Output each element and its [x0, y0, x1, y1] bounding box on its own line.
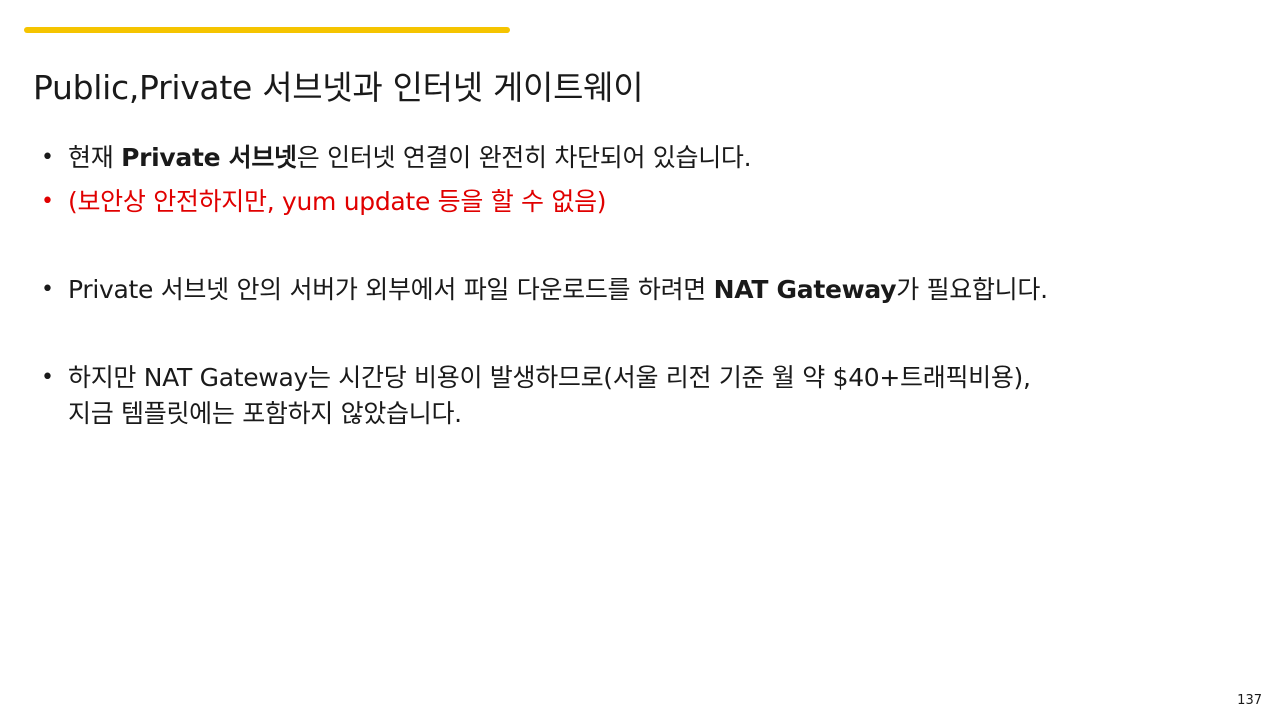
- bullet-text-suffix: 가 필요합니다.: [896, 275, 1048, 304]
- slide-title: Public,Private 서브넷과 인터넷 게이트웨이: [33, 68, 644, 108]
- bullet-text-line-1: 하지만 NAT Gateway는 시간당 비용이 발생하므로(서울 리전 기준 …: [68, 363, 1031, 392]
- bullet-list: • 현재 Private 서브넷은 인터넷 연결이 완전히 차단되어 있습니다.…: [40, 140, 1220, 432]
- bullet-text-bold: NAT Gateway: [713, 275, 897, 304]
- title-accent-bar: [24, 27, 510, 33]
- bullet-dot: •: [41, 365, 54, 390]
- bullet-item-security-note: • (보안상 안전하지만, yum update 등을 할 수 없음): [40, 184, 1220, 220]
- bullet-item-private-subnet: • 현재 Private 서브넷은 인터넷 연결이 완전히 차단되어 있습니다.: [40, 140, 1220, 176]
- page-number: 137: [1237, 693, 1262, 708]
- bullet-text-suffix: 은 인터넷 연결이 완전히 차단되어 있습니다.: [296, 143, 752, 172]
- bullet-text-prefix: Private 서브넷 안의 서버가 외부에서 파일 다운로드를 하려면: [68, 275, 714, 304]
- bullet-dot: •: [41, 189, 54, 214]
- bullet-text: (보안상 안전하지만, yum update 등을 할 수 없음): [68, 187, 607, 216]
- bullet-item-nat-gateway: • Private 서브넷 안의 서버가 외부에서 파일 다운로드를 하려면 N…: [40, 272, 1220, 308]
- bullet-text-prefix: 현재: [68, 143, 122, 172]
- bullet-text-line-2: 지금 템플릿에는 포함하지 않았습니다.: [68, 399, 462, 428]
- bullet-dot: •: [41, 145, 54, 170]
- bullet-text-bold: Private 서브넷: [121, 143, 297, 172]
- bullet-dot: •: [41, 277, 54, 302]
- bullet-item-cost-note: • 하지만 NAT Gateway는 시간당 비용이 발생하므로(서울 리전 기…: [40, 360, 1220, 432]
